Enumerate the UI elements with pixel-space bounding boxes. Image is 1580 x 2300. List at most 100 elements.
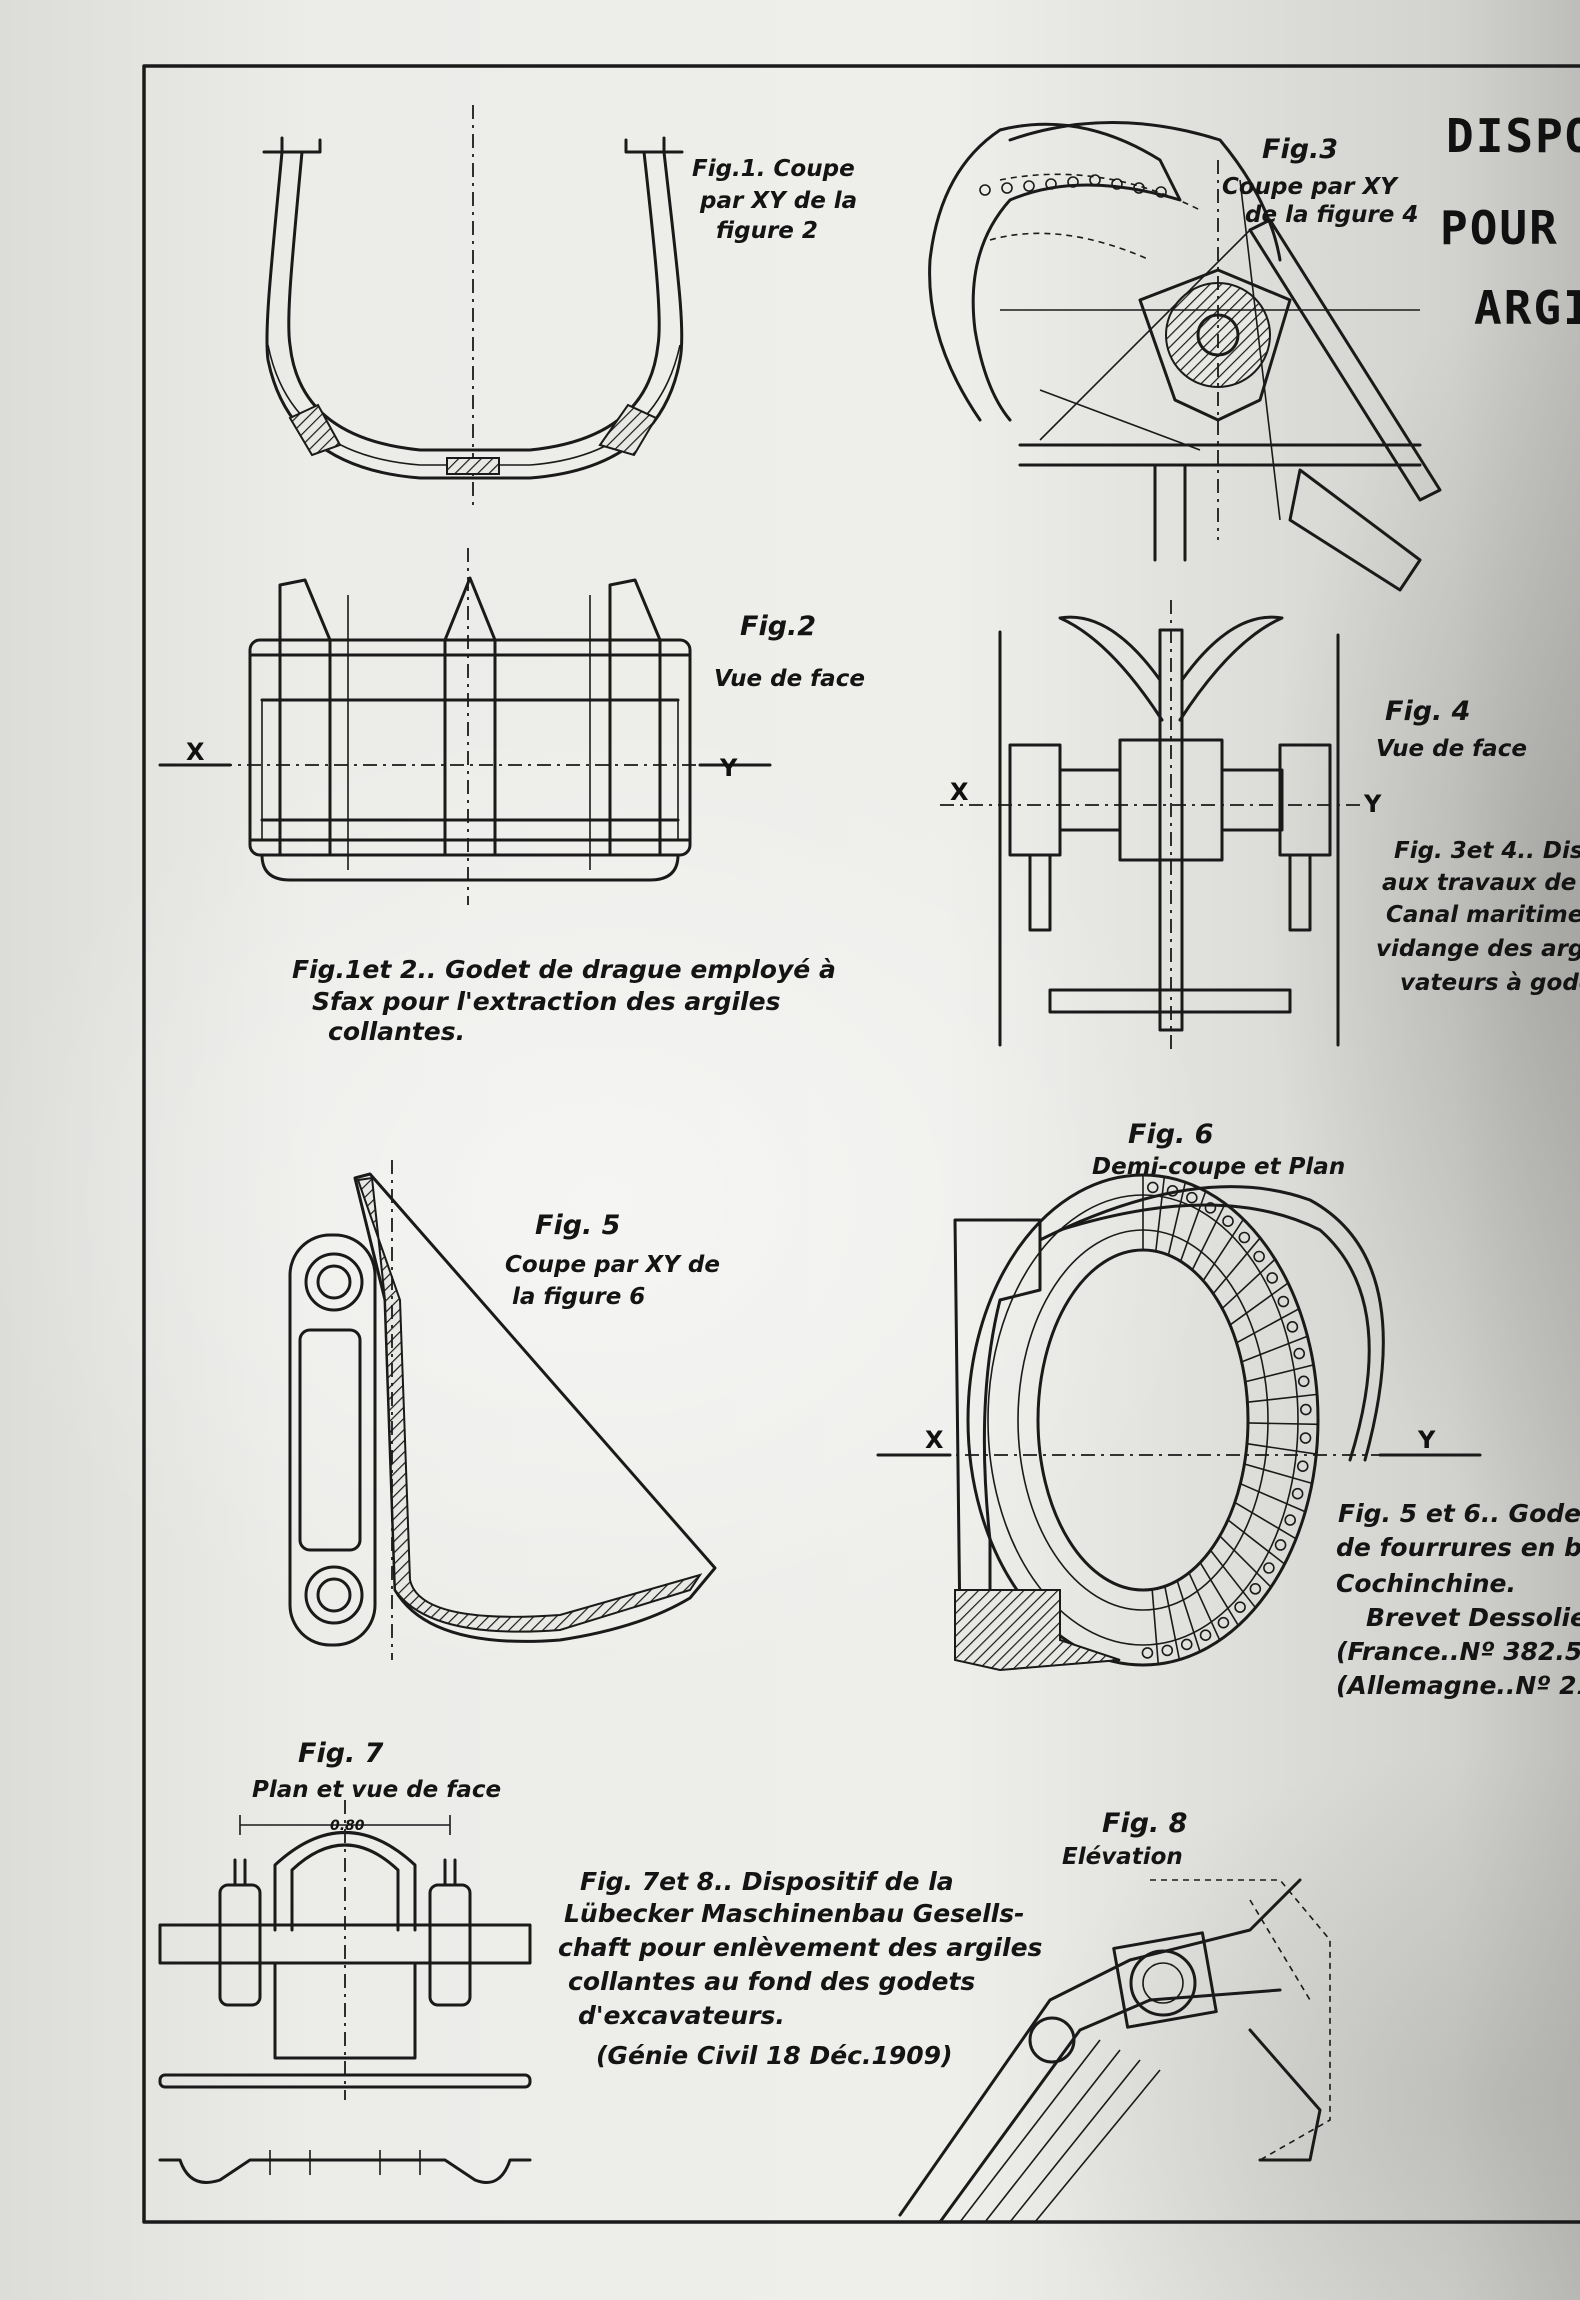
fig2-label: Fig.2 Vue de face — [714, 611, 865, 692]
svg-text:Plan et vue de face: Plan et vue de face — [252, 1777, 501, 1803]
fig3-hole — [1023, 180, 1035, 192]
fig2-drawing — [158, 548, 772, 905]
fig6-ray-line — [1191, 1203, 1226, 1271]
svg-text:(Allemagne..Nº 219.82: (Allemagne..Nº 219.82 — [1336, 1671, 1580, 1700]
fig6-ray-line — [1229, 1282, 1289, 1326]
fig6-rivet — [1296, 1460, 1309, 1473]
fig2-axis-y: Y — [719, 754, 738, 782]
fig3-hole — [1133, 182, 1145, 194]
fig6-ray-line — [1209, 1549, 1257, 1609]
plate-title: DISPOS POUR L' ARGIL — [1440, 109, 1580, 335]
svg-text:collantes au fond des godets: collantes au fond des godets — [568, 1967, 975, 1996]
fig6-rivet — [1286, 1321, 1299, 1333]
fig5-label: Fig. 5 Coupe par XY de la figure 6 — [505, 1210, 720, 1310]
fig6-ray-line — [1176, 1580, 1201, 1652]
svg-text:Coupe par XY de: Coupe par XY de — [505, 1252, 720, 1278]
fig6-rivet — [1274, 1539, 1287, 1551]
fig6-ray-line — [1202, 1218, 1245, 1282]
fig6-drawing — [876, 1173, 1482, 1672]
fig6-ray-line — [1219, 1535, 1272, 1588]
svg-text:Fig.2: Fig.2 — [740, 611, 816, 642]
fig6-rivet — [1199, 1629, 1212, 1641]
svg-text:(Génie Civil 18 Déc.1909): (Génie Civil 18 Déc.1909) — [596, 2041, 953, 2070]
fig6-rivet — [1266, 1272, 1279, 1284]
fig6-rivet — [1161, 1644, 1174, 1657]
fig6-ray-line — [1236, 1308, 1300, 1344]
svg-text:Fig. 5: Fig. 5 — [535, 1210, 620, 1241]
svg-text:Demi-coupe et Plan: Demi-coupe et Plan — [1092, 1154, 1345, 1180]
fig6-ray-line — [1151, 1589, 1160, 1665]
svg-text:collantes.: collantes. — [328, 1017, 465, 1046]
svg-text:Fig.1. Coupe: Fig.1. Coupe — [692, 156, 855, 182]
fig6-ray-line — [1167, 1182, 1187, 1256]
fig6-ray-line — [1164, 1586, 1181, 1660]
fig5-drawing — [288, 1160, 717, 1660]
svg-text:vateurs à godet: vateurs à godet — [1400, 970, 1580, 996]
fig6-axis-y: Y — [1417, 1426, 1436, 1454]
fig8-label: Fig. 8 Elévation — [1062, 1808, 1187, 1870]
fig6-ray-line — [1155, 1176, 1166, 1252]
svg-text:la figure 6: la figure 6 — [512, 1284, 645, 1310]
fig6-rivet — [1166, 1185, 1179, 1197]
svg-text:Fig. 3et 4.. Dispos: Fig. 3et 4.. Dispos — [1394, 838, 1580, 864]
fig6-rivet — [1277, 1295, 1290, 1308]
fig6-ray-line — [1241, 1335, 1308, 1363]
svg-text:Lübecker Maschinenbau Gesells-: Lübecker Maschinenbau Gesells- — [564, 1899, 1024, 1928]
caption-fig7-8: Fig. 7et 8.. Dispositif de la Lübecker M… — [558, 1867, 1042, 2070]
svg-text:Canal maritime de: Canal maritime de — [1386, 902, 1580, 928]
fig1-drawing — [262, 105, 684, 505]
title-line-2: POUR L' — [1440, 201, 1580, 255]
fig6-ray-line — [1244, 1463, 1313, 1485]
fig6-rivet — [1284, 1514, 1296, 1526]
fig6-axis-x: X — [925, 1426, 944, 1454]
fig3-hole — [1111, 178, 1123, 190]
fig7-label: Fig. 7 Plan et vue de face — [252, 1738, 501, 1803]
fig6-rivet — [1299, 1432, 1312, 1444]
svg-text:vidange des argil: vidange des argil — [1376, 936, 1580, 962]
fig6-ray-line — [1227, 1519, 1286, 1565]
svg-text:Fig. 8: Fig. 8 — [1102, 1808, 1187, 1839]
plate-frame — [142, 64, 1580, 2224]
svg-text:Cochinchine.: Cochinchine. — [1336, 1569, 1516, 1598]
fig6-ray-line — [1246, 1442, 1317, 1455]
fig7-dimension: 0.80 — [330, 1818, 365, 1834]
fig6-ray-line — [1179, 1191, 1207, 1262]
svg-text:Elévation: Elévation — [1062, 1844, 1183, 1870]
fig6-rivet — [1253, 1250, 1265, 1263]
fig2-axis-x: X — [186, 738, 205, 766]
svg-text:par XY de la: par XY de la — [699, 188, 857, 214]
fig3-hole — [1045, 178, 1057, 190]
fig6-rivet — [1297, 1375, 1310, 1388]
fig4-label: Fig. 4 Vue de face — [1376, 696, 1527, 762]
caption-fig1-2: Fig.1et 2.. Godet de drague employé à Sf… — [292, 955, 836, 1046]
caption-fig5-6: Fig. 5 et 6.. Godet de de fourrures en b… — [1336, 1499, 1580, 1700]
svg-text:(France..Nº 382.584 d: (France..Nº 382.584 d — [1336, 1637, 1580, 1666]
fig6-rivet — [1141, 1647, 1154, 1659]
fig3-hole — [1067, 176, 1079, 188]
fig8-drawing — [898, 1878, 1331, 2224]
fig3-hole — [1001, 182, 1013, 194]
fig6-rivet — [1293, 1347, 1306, 1360]
fig6-ray-line — [1240, 1482, 1306, 1513]
caption-fig3-4: Fig. 3et 4.. Dispos aux travaux de déri … — [1376, 838, 1580, 996]
svg-text:Fig. 7: Fig. 7 — [298, 1738, 384, 1769]
fig6-ray-line — [1247, 1393, 1318, 1404]
fig6-ray-line — [1247, 1422, 1318, 1426]
title-line-3: ARGIL — [1474, 281, 1580, 335]
svg-text:Sfax pour l'extraction des arg: Sfax pour l'extraction des argiles — [312, 987, 780, 1016]
fig6-label: Fig. 6 Demi-coupe et Plan — [1092, 1119, 1345, 1180]
fig6-rivet — [1291, 1487, 1304, 1500]
svg-text:de fourrures en bois: de fourrures en bois — [1336, 1533, 1580, 1562]
fig6-rivet — [1146, 1181, 1159, 1194]
svg-text:Fig. 5 et 6.. Godet de: Fig. 5 et 6.. Godet de — [1338, 1499, 1580, 1528]
fig4-axis-y: Y — [1363, 790, 1382, 818]
fig4-drawing — [940, 600, 1360, 1050]
svg-text:Fig. 7et 8.. Dispositif de la: Fig. 7et 8.. Dispositif de la — [580, 1867, 954, 1896]
fig6-ray-line — [1188, 1572, 1221, 1641]
fig6-ray-line — [1199, 1562, 1239, 1626]
svg-text:Fig.3: Fig.3 — [1262, 134, 1338, 165]
svg-text:de la figure 4: de la figure 4 — [1245, 202, 1418, 228]
fig6-rivet — [1204, 1202, 1217, 1214]
